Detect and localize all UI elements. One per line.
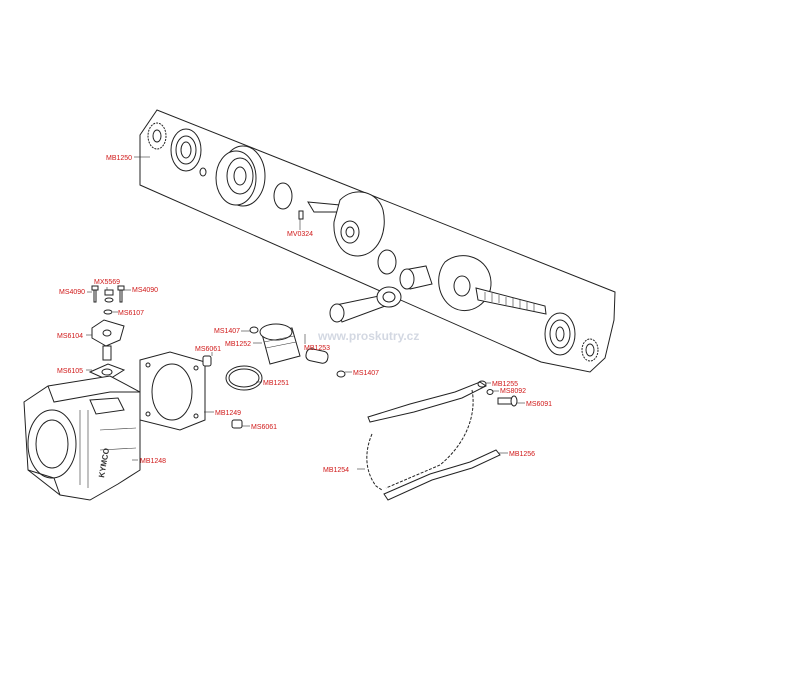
small-washer (199, 167, 207, 177)
label-ms8092: MS8092 (500, 388, 526, 395)
label-mx5569: MX5569 (94, 279, 120, 286)
crankshaft-group-outline (139, 109, 616, 373)
washer-ms8092 (486, 389, 494, 395)
dowel-pin-bottom (231, 419, 243, 429)
label-mb1254: MB1254 (323, 467, 349, 474)
seal-ring (273, 182, 293, 210)
bearing-left (170, 128, 202, 172)
key-pin (298, 210, 304, 220)
bearing-right (544, 312, 576, 356)
label-ms6105: MS6105 (57, 368, 83, 375)
cam-chain (366, 389, 474, 491)
cylinder-block: KYMCO (23, 375, 141, 501)
o-ring-ms6107 (103, 309, 113, 315)
crank-pin (399, 265, 433, 290)
tensioner-body (91, 319, 125, 361)
watermark: www.proskutry.cz (317, 329, 419, 343)
label-ms4090-right: MS4090 (132, 287, 158, 294)
tensioner-guide-mb1255 (367, 380, 487, 423)
label-mb1249: MB1249 (215, 410, 241, 417)
label-mv0324: MV0324 (287, 231, 313, 238)
nut-mx5569 (104, 289, 114, 303)
piston-group (202, 323, 352, 429)
label-ms6104: MS6104 (57, 333, 83, 340)
label-mb1251: MB1251 (263, 380, 289, 387)
label-mb1250: MB1250 (106, 155, 132, 162)
label-mb1255: MB1255 (492, 381, 518, 388)
label-mb1253: MB1253 (304, 345, 330, 352)
piston-ring-set (225, 365, 263, 391)
label-ms4090-left: MS4090 (59, 289, 85, 296)
cylinder-base-gasket (139, 351, 214, 431)
part-labels: MB1250 MV0324 MX5569 MS4090 MS4090 MS610… (57, 155, 552, 474)
bolt-right (117, 285, 125, 303)
dowel-pin-top (202, 355, 212, 367)
small-sprocket-left (147, 122, 167, 150)
oil-seal-disc (215, 145, 266, 207)
label-ms6107: MS6107 (118, 310, 144, 317)
circlip-top (249, 326, 259, 334)
crankshaft-assembly-group (134, 109, 616, 373)
label-mb1248: MB1248 (140, 458, 166, 465)
connecting-rod (329, 286, 402, 323)
label-ms1407-bottom: MS1407 (353, 370, 379, 377)
label-mb1256: MB1256 (509, 451, 535, 458)
crank-half-right (438, 255, 547, 315)
crank-half-left (307, 191, 385, 257)
label-ms1407-top: MS1407 (214, 328, 240, 335)
bolt-ms6091 (497, 395, 518, 407)
cam-chain-group (357, 380, 525, 501)
chain-guide-mb1256 (383, 449, 501, 501)
label-ms6091: MS6091 (526, 401, 552, 408)
circlip-bottom (336, 370, 346, 378)
piston-pin (305, 348, 329, 364)
small-sprocket-right (581, 338, 599, 362)
bushing-ring (377, 249, 397, 275)
piston (259, 323, 301, 365)
bolt-left (91, 285, 99, 303)
label-mb1252: MB1252 (225, 341, 251, 348)
tensioner-group (86, 285, 131, 381)
label-ms6061-top: MS6061 (195, 346, 221, 353)
label-ms6061-bottom: MS6061 (251, 424, 277, 431)
